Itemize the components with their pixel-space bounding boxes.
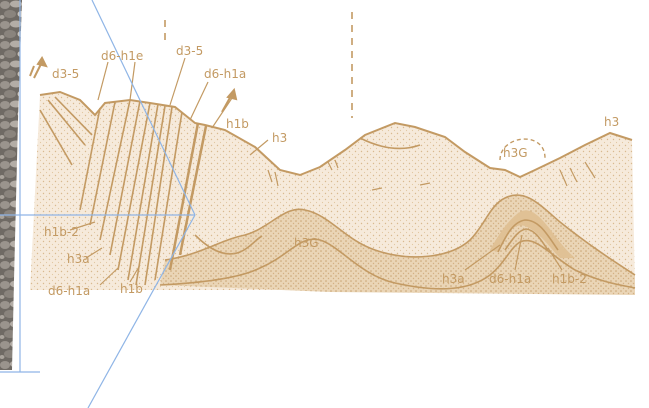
label-h3-right: h3: [604, 115, 619, 129]
label-h3a-right: h3a: [442, 272, 465, 286]
arrow-marker-left: [30, 58, 46, 78]
label-h3-mid: h3: [272, 131, 287, 145]
label-h1b-bottom: h1b: [120, 282, 143, 296]
pebble-photo-strip: [0, 0, 22, 370]
label-h3g-center: h3G: [294, 236, 319, 250]
label-d6-h1a-bottom: d6-h1a: [489, 272, 531, 286]
label-h3a-left: h3a: [67, 252, 90, 266]
label-h3g-right: h3G: [503, 146, 528, 160]
label-h1b-2-right: h1b-2: [552, 272, 587, 286]
arrow-marker-right: [222, 90, 236, 112]
label-d6-h1e-top: d6-h1e: [101, 49, 143, 63]
label-h1b-2-left: h1b-2: [44, 225, 79, 239]
label-d3-5-left: d3-5: [52, 67, 79, 81]
label-h1b-top: h1b: [226, 117, 249, 131]
reference-dashed-lines: [165, 12, 352, 118]
label-d6-h1a-left: d6-h1a: [48, 284, 90, 298]
terrain-body: [30, 92, 635, 295]
label-d6-h1a-right: d6-h1a: [204, 67, 246, 81]
label-d3-5-mid: d3-5: [176, 44, 203, 58]
